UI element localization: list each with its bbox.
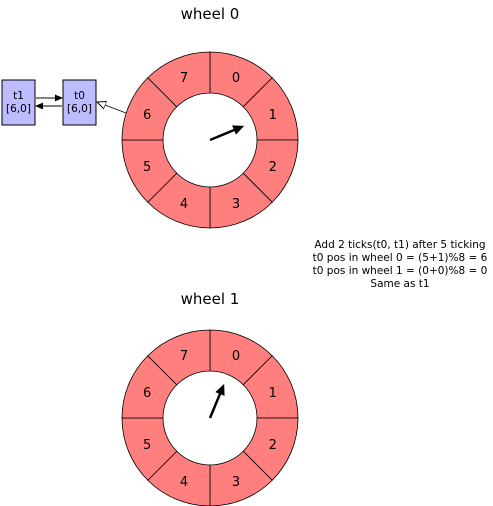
wheel-0-slot-label: 7: [180, 71, 188, 86]
wheel-0-pointer-arrowhead: [232, 125, 245, 135]
wheel-1-slot-3: [209, 450, 273, 506]
note-line-2: t0 pos in wheel 0 = (5+1)%8 = 6: [313, 252, 488, 264]
wheel-0-pointer-shaft: [209, 127, 238, 142]
wheel-0: 0 1 2 3 4 5 6 7: [121, 51, 299, 229]
task-box-t1: t1 [6,0]: [1, 79, 36, 126]
wheel-1-slot-7: [147, 329, 211, 386]
wheel-0-slot-label: 2: [269, 160, 277, 175]
wheel-0-slot-7: [147, 51, 211, 108]
wheel-1-slot-label: 2: [269, 438, 277, 453]
wheel-1-slot-label: 3: [232, 475, 240, 490]
wheel-1-slot-label: 5: [143, 438, 151, 453]
task-box-t1-pos: [6,0]: [6, 103, 31, 115]
wheel-0-slot-label: 0: [232, 71, 240, 86]
wheel-1-pointer-arrowhead: [215, 383, 225, 396]
note-line-3: t0 pos in wheel 1 = (0+0)%8 = 0: [313, 265, 488, 277]
wheel-0-slot-label: 3: [232, 197, 240, 212]
wheel-1-slot-label: 6: [143, 386, 151, 401]
wheel-1-slot-label: 1: [269, 386, 277, 401]
wheel-0-slot-label: 1: [269, 108, 277, 123]
arrow-slot6-to-t0: [97, 102, 127, 114]
note-line-1: Add 2 ticks(t0, t1) after 5 ticking: [314, 239, 485, 251]
wheel-1-slot-label: 7: [180, 349, 188, 364]
note-line-4: Same as t1: [370, 278, 429, 290]
note: Add 2 ticks(t0, t1) after 5 ticking t0 p…: [313, 239, 488, 290]
wheel-1-slot-label: 0: [232, 349, 240, 364]
task-box-t0: t0 [6,0]: [62, 79, 97, 126]
wheel-1-pointer-shaft: [208, 390, 223, 419]
wheel-0-slot-label: 5: [143, 160, 151, 175]
task-box-t1-name: t1: [13, 90, 24, 102]
task-box-t0-pos: [6,0]: [67, 103, 92, 115]
wheel-1-slot-label: 4: [180, 475, 188, 490]
wheel-0-slot-label: 4: [180, 197, 188, 212]
task-box-t0-name: t0: [74, 90, 85, 102]
wheel-0-title: wheel 0: [181, 5, 240, 23]
wheel-1-title: wheel 1: [181, 290, 240, 308]
wheel-1: 0 1 2 3 4 5 6 7: [121, 329, 299, 506]
wheel-0-slot-label: 6: [143, 108, 151, 123]
